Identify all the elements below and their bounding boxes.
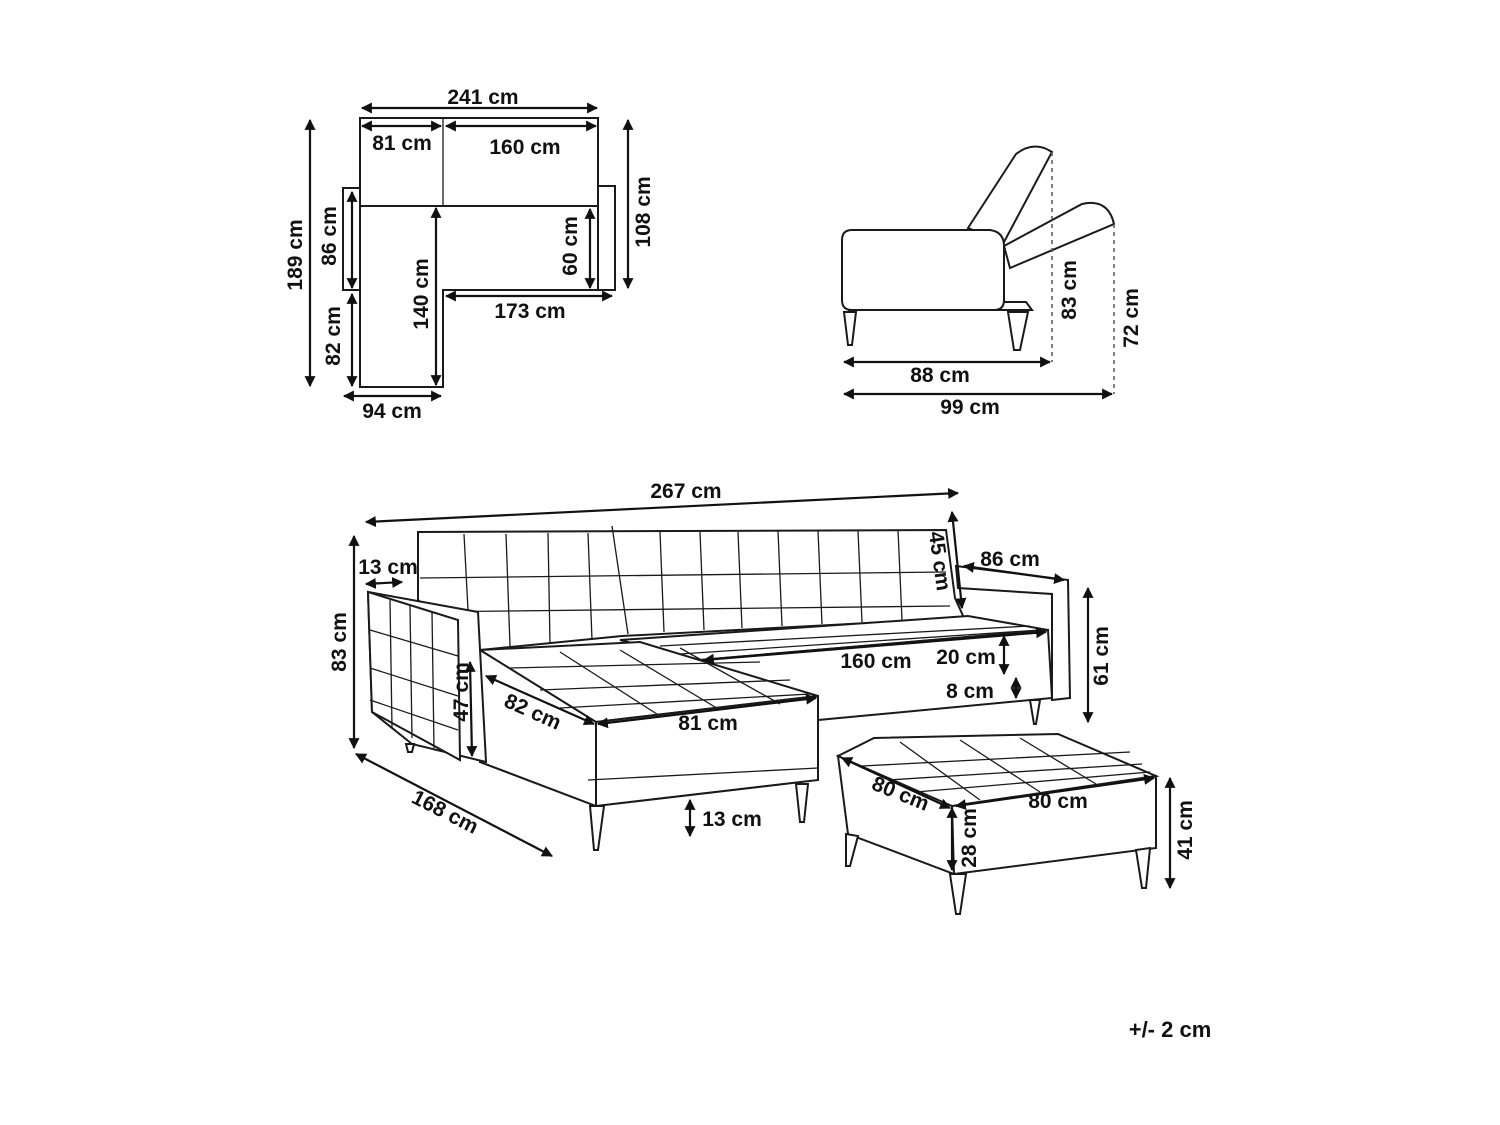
label-sofa-width-top: 160 cm	[489, 136, 560, 159]
label-total-width: 241 cm	[447, 86, 518, 109]
label-total-depth: 189 cm	[284, 219, 307, 290]
perspective-view: 267 cm 13 cm 83 cm 45 cm 86 cm 61 cm 160…	[328, 480, 1197, 915]
dim-line-persp-168	[355, 753, 553, 857]
dim-line-ottoman-80-width	[954, 773, 1156, 811]
label-ottoman-cushion-height: 28 cm	[958, 808, 981, 868]
label-persp-arm-width: 13 cm	[358, 556, 418, 579]
label-depth-upright: 88 cm	[910, 364, 970, 387]
plan-view: 241 cm 81 cm 160 cm 189 cm 108 cm 86 cm …	[284, 86, 655, 423]
side-profile	[841, 145, 1116, 394]
label-depth-reclined: 99 cm	[940, 396, 1000, 419]
dim-line-ottoman-80-depth	[841, 757, 951, 809]
label-persp-leg-height: 13 cm	[702, 808, 762, 831]
label-persp-cushion-height: 20 cm	[936, 646, 996, 669]
label-persp-chaise-width: 81 cm	[678, 712, 738, 735]
label-persp-total-depth: 168 cm	[408, 786, 482, 839]
label-chaise-extension: 82 cm	[322, 306, 345, 366]
label-persp-seat-width: 160 cm	[840, 650, 911, 673]
side-view: 83 cm 72 cm 88 cm 99 cm	[841, 145, 1143, 419]
label-height-upright: 83 cm	[1058, 260, 1081, 320]
label-ottoman-width: 80 cm	[1028, 790, 1088, 813]
dim-line-persp-82	[484, 674, 596, 726]
dim-line-persp-13-arm	[364, 577, 404, 589]
ottoman-drawing	[835, 732, 1160, 915]
label-chaise-width-bottom: 94 cm	[362, 400, 422, 423]
dim-line-persp-86	[962, 561, 1066, 585]
label-persp-arm-height: 47 cm	[450, 662, 473, 722]
dim-line-persp-45	[947, 510, 967, 610]
label-right-depth: 108 cm	[632, 176, 655, 247]
label-chaise-width-top: 81 cm	[372, 132, 432, 155]
dim-line-persp-47	[464, 660, 478, 758]
label-seat-depth: 60 cm	[559, 216, 582, 276]
label-persp-arm-length: 86 cm	[980, 548, 1040, 571]
dim-line-persp-160	[702, 627, 1048, 665]
label-chaise-depth-inner: 140 cm	[410, 258, 433, 329]
label-persp-total-width: 267 cm	[650, 480, 721, 503]
plan-outline	[342, 117, 616, 388]
label-arm-depth: 86 cm	[318, 206, 341, 266]
label-ottoman-height: 41 cm	[1174, 800, 1197, 860]
label-height-reclined: 72 cm	[1120, 288, 1143, 348]
tolerance-note: +/- 2 cm	[1129, 1017, 1212, 1042]
label-persp-frame-height: 8 cm	[946, 680, 994, 703]
label-persp-total-height: 83 cm	[328, 612, 351, 672]
label-persp-seat-height: 61 cm	[1090, 626, 1113, 686]
label-seat-length: 173 cm	[494, 300, 565, 323]
dim-line-persp-81	[596, 693, 818, 729]
dim-line-persp-267	[364, 487, 960, 528]
